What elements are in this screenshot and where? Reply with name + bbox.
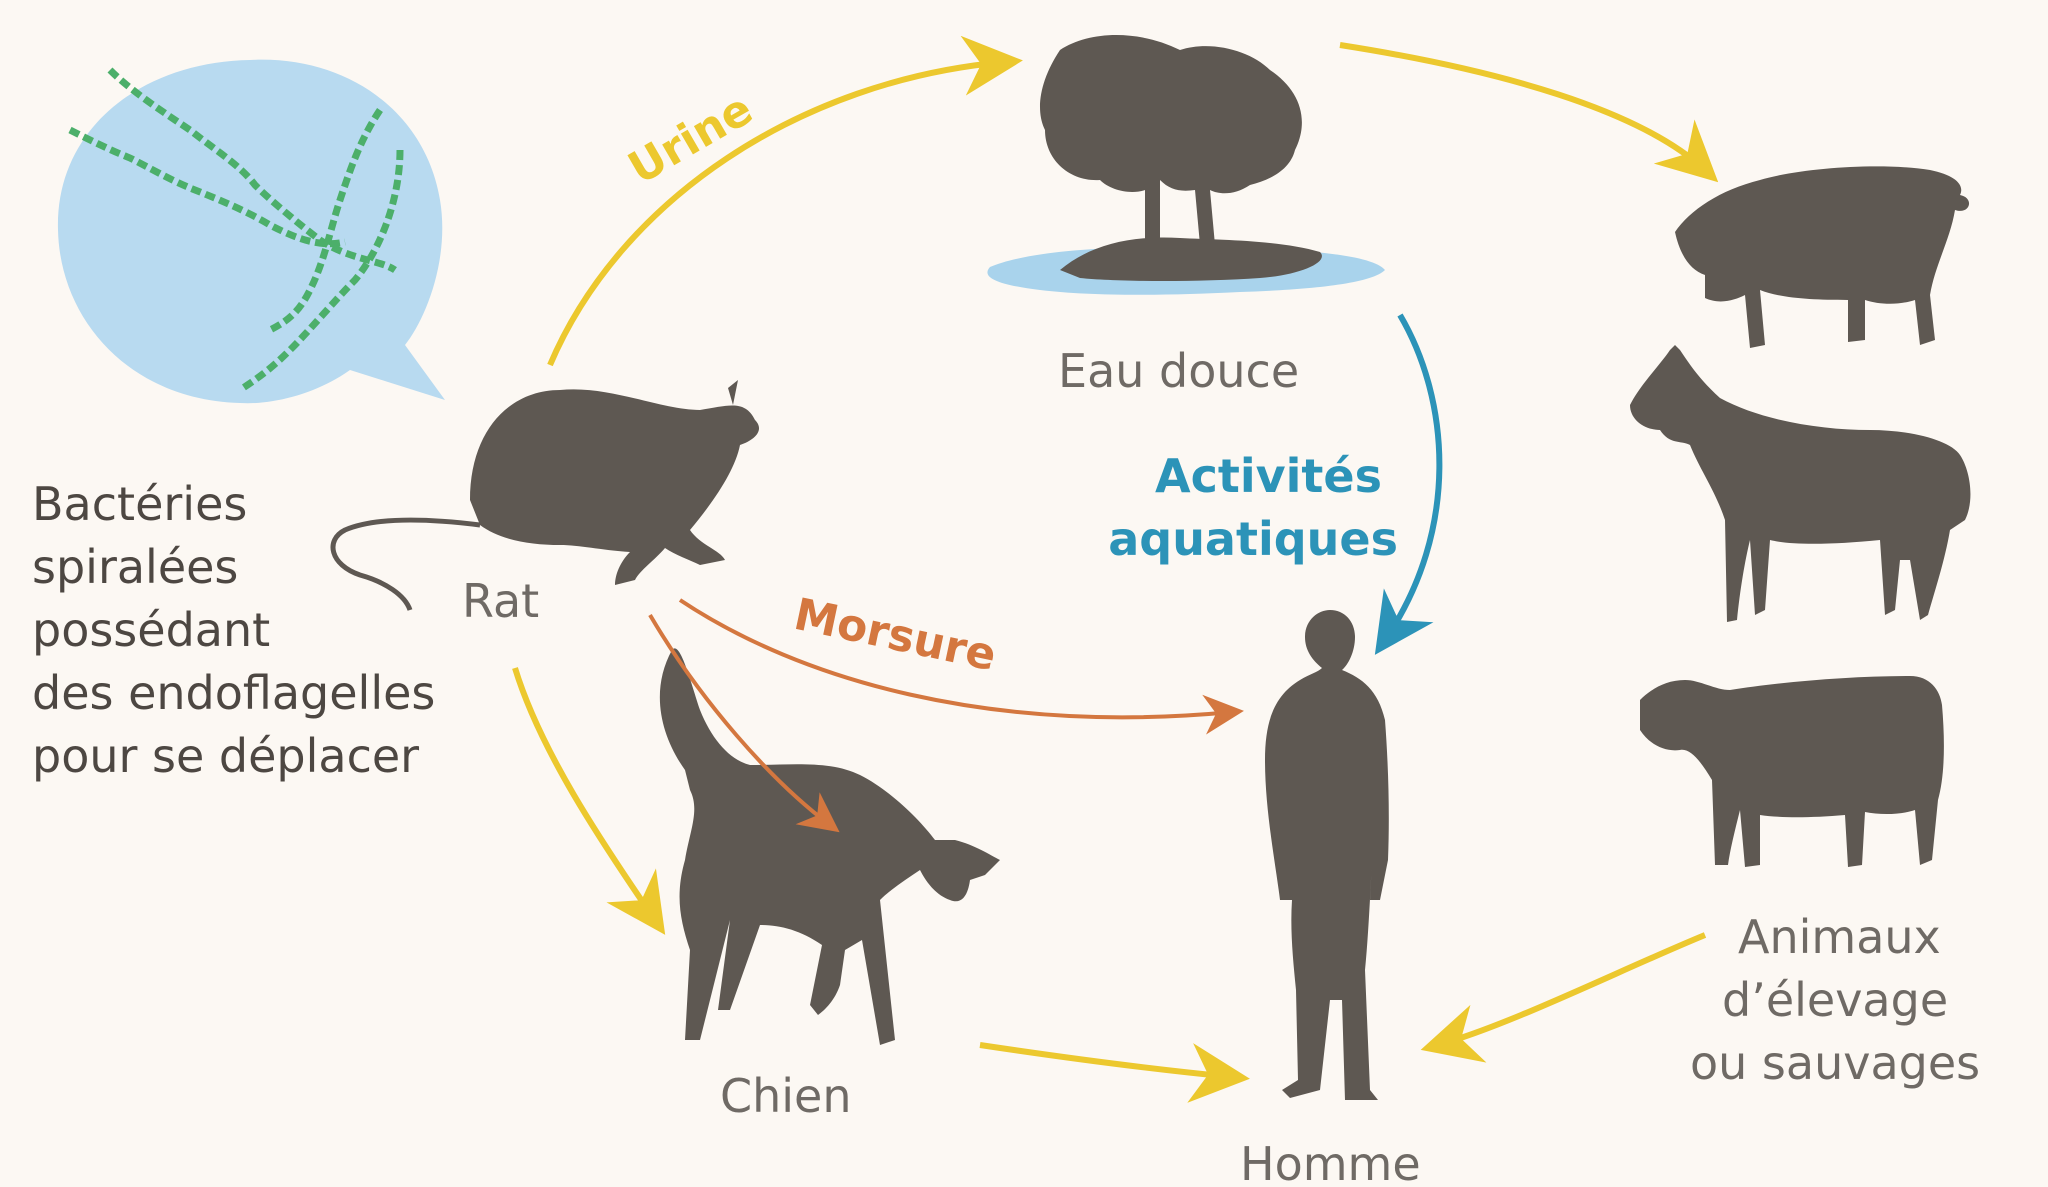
node-label-animaux: Animaux d’élevage ou sauvages <box>1690 910 1980 1090</box>
arrow-animals-to-man <box>1438 935 1705 1045</box>
arrow-urine-rat-to-water <box>550 62 1005 365</box>
arrow-dog-to-man <box>980 1045 1232 1077</box>
man-silhouette <box>1265 610 1389 1100</box>
animaux-line: Animaux <box>1738 910 1941 964</box>
node-label-eau-douce: Eau douce <box>1058 344 1299 398</box>
node-label-rat: Rat <box>462 574 539 628</box>
cow-silhouette <box>1640 676 1944 867</box>
caption-line: des endoflagelles <box>32 666 435 720</box>
caption-line: possédant <box>32 603 270 657</box>
caption-line: pour se déplacer <box>32 729 419 783</box>
caption-line: Bactéries <box>32 477 247 531</box>
animaux-line: d’élevage <box>1722 973 1948 1027</box>
pig-silhouette <box>1675 166 1969 348</box>
arrow-water-to-animals <box>1340 45 1705 170</box>
bacteria-bubble <box>58 60 445 404</box>
activites-line: Activités <box>1155 449 1382 503</box>
activites-line: aquatiques <box>1108 512 1398 566</box>
caption-line: spiralées <box>32 540 238 594</box>
edge-label-urine: Urine <box>620 84 761 195</box>
animaux-line: ou sauvages <box>1690 1036 1980 1090</box>
dog-silhouette <box>660 648 1000 1045</box>
freshwater-silhouette <box>987 35 1385 295</box>
node-label-chien: Chien <box>720 1069 852 1123</box>
arrow-rat-to-dog <box>515 668 655 920</box>
rat-silhouette <box>333 380 759 610</box>
horse-silhouette <box>1630 345 1970 622</box>
node-label-homme: Homme <box>1240 1137 1421 1187</box>
edge-label-activites: Activités aquatiques <box>1108 449 1398 566</box>
